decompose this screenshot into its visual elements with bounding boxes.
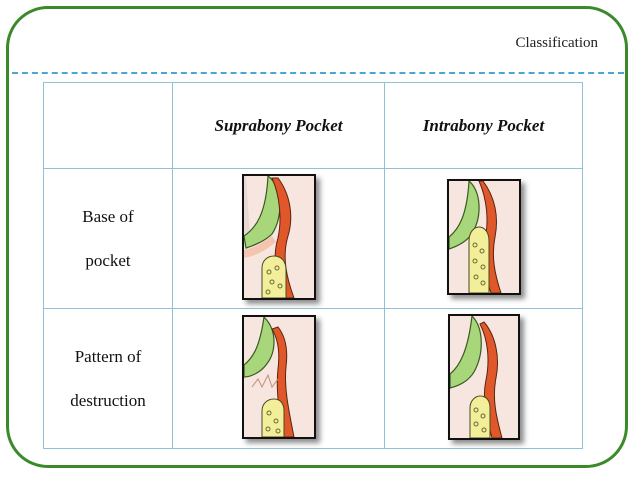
intrabony-base-of-pocket-illustration <box>446 179 521 295</box>
row-label-line: destruction <box>70 390 146 410</box>
row-label-cell: Pattern of destruction <box>43 308 173 449</box>
slide-frame <box>6 6 628 468</box>
suprabony-pattern-of-destruction-illustration <box>241 315 316 439</box>
table-corner-cell <box>43 82 173 169</box>
column-header-suprabony: Suprabony Pocket <box>172 82 385 169</box>
table-row: Pattern of destruction <box>43 308 583 449</box>
image-cell <box>384 168 583 309</box>
image-cell <box>384 308 583 449</box>
image-cell <box>172 308 385 449</box>
suprabony-base-of-pocket-illustration <box>241 174 316 300</box>
image-cell <box>172 168 385 309</box>
slide-title: Classification <box>515 35 599 51</box>
table-header-row: Suprabony Pocket Intrabony Pocket <box>43 82 583 169</box>
column-header-intrabony: Intrabony Pocket <box>384 82 583 169</box>
row-label-cell: Base of pocket <box>43 168 173 309</box>
header-divider <box>12 72 624 74</box>
row-label-line: Base of <box>82 206 134 226</box>
table-row: Base of pocket <box>43 168 583 309</box>
row-label-line: Pattern of <box>74 346 142 366</box>
row-label-line: pocket <box>85 250 131 270</box>
intrabony-pattern-of-destruction-illustration <box>447 314 520 440</box>
classification-table: Suprabony Pocket Intrabony Pocket Base o… <box>43 82 583 449</box>
